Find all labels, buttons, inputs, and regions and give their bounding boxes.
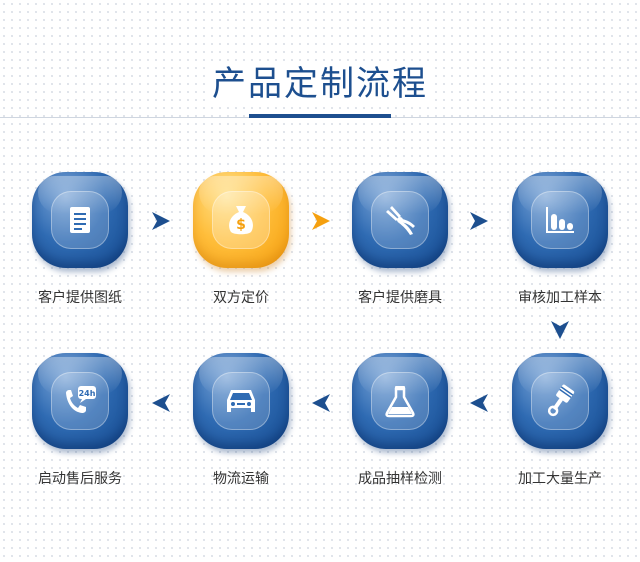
step-7-button[interactable] [193,353,289,449]
step-5-label: 加工大量生产 [518,471,602,487]
arrow-right-icon [152,212,170,230]
step-6-button[interactable] [352,353,448,449]
arrow-down-icon [551,321,569,339]
title-wrap: 产品定制流程 [0,62,640,106]
step-8-label: 启动售后服务 [38,471,122,487]
document-icon [70,207,90,233]
step-4-button[interactable] [512,172,608,268]
step-2-label: 双方定价 [213,290,269,306]
arrow-right-icon [470,212,488,230]
step-3-button[interactable] [352,172,448,268]
page-title: 产品定制流程 [206,62,434,106]
phone-24h-icon: 24h [66,386,96,413]
arrow-left-icon [152,394,170,412]
piston-icon [547,384,575,417]
arrow-left-icon [470,394,488,412]
pliers-icon [386,206,415,235]
arrow-left-icon [312,394,330,412]
svg-text:$: $ [236,217,246,233]
step-6-label: 成品抽样检测 [358,471,442,487]
step-2-button[interactable]: $ [193,172,289,268]
arrow-right-orange-icon [312,212,330,230]
title-underline [249,114,391,118]
flask-icon [385,386,415,418]
bar-chart-icon [546,207,574,233]
step-5-button[interactable] [512,353,608,449]
car-icon [227,390,255,412]
step-8-button[interactable]: 24h [32,353,128,449]
money-bag-icon: $ [229,206,253,235]
step-1-label: 客户提供图纸 [38,290,122,306]
step-3-label: 客户提供磨具 [358,290,442,306]
step-1-button[interactable] [32,172,128,268]
step-7-label: 物流运输 [213,471,269,487]
step-4-label: 审核加工样本 [518,290,602,306]
badge-24h: 24h [79,389,96,398]
